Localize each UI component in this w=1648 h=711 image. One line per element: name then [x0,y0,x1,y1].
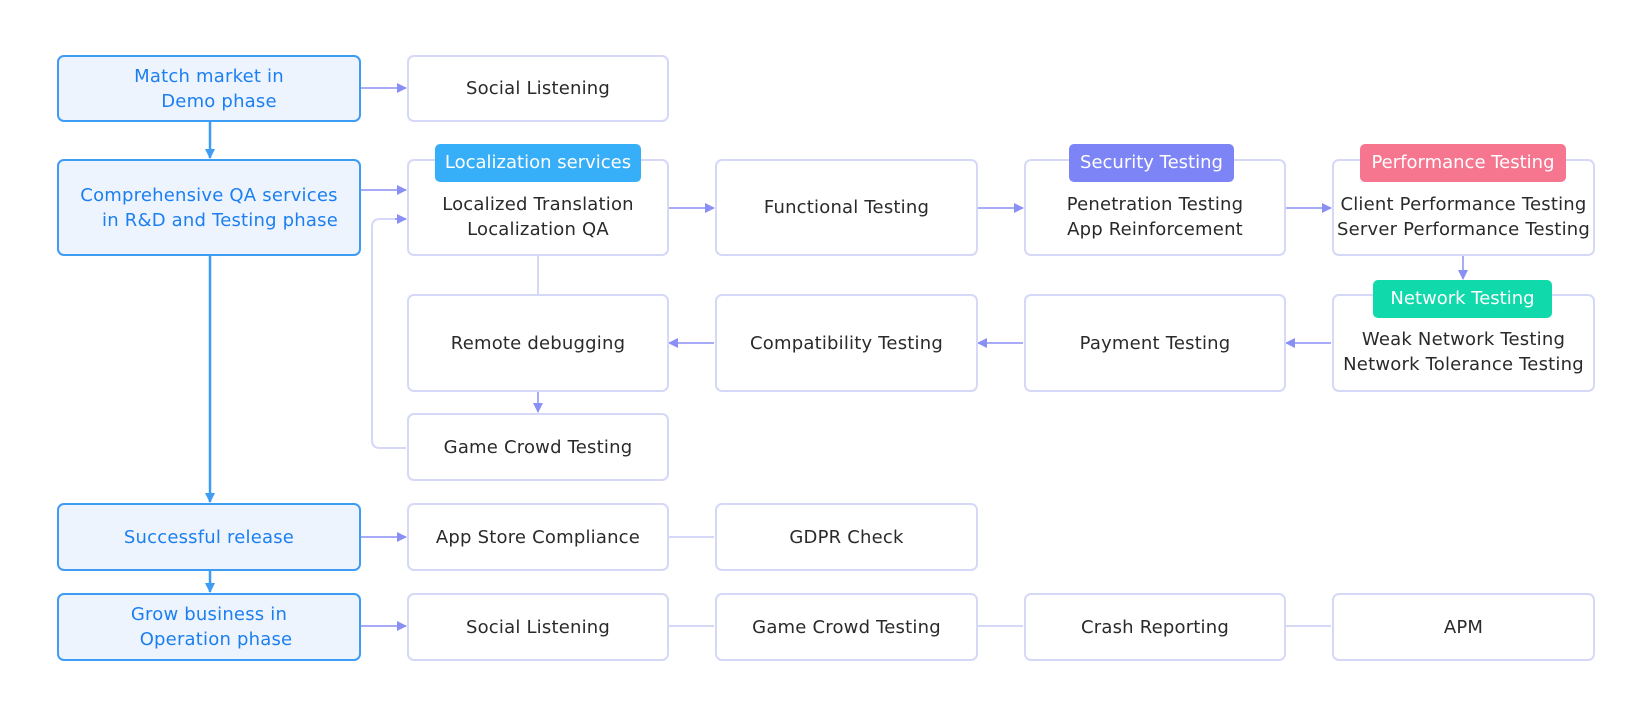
crash-reporting-box: Crash Reporting [1024,593,1286,661]
network-line-1: Weak Network Testing [1361,329,1566,350]
compatibility-testing-label: Compatibility Testing [750,332,943,354]
gdpr-check-box: GDPR Check [715,503,978,571]
security-testing-tag: Security Testing [1069,144,1234,182]
operation-game-crowd-label: Game Crowd Testing [752,616,941,638]
arrow-crowd-loop-to-localization [371,218,406,449]
game-crowd-testing-box: Game Crowd Testing [407,413,669,481]
payment-testing-box: Payment Testing [1024,294,1286,392]
apm-label: APM [1443,616,1484,638]
game-crowd-testing-label: Game Crowd Testing [443,436,633,458]
functional-testing-box: Functional Testing [715,159,978,256]
network-testing-tag: Network Testing [1373,280,1552,318]
security-line-1: Penetration Testing [1066,193,1244,215]
remote-debugging-box: Remote debugging [407,294,669,392]
phase-rnd: Comprehensive QA services in R&D and Tes… [57,159,361,256]
functional-testing-label: Functional Testing [763,197,930,218]
phase-operation-line-2: Operation phase [139,629,293,650]
phase-operation-line-1: Grow business in [130,604,288,625]
phase-demo-line-2: Demo phase [161,90,277,112]
demo-social-listening: Social Listening [407,55,669,122]
phase-release-line-1: Successful release [123,526,295,548]
performance-testing-tag: Performance Testing [1360,144,1566,182]
apm-box: APM [1332,593,1595,661]
phase-rnd-line-1: Comprehensive QA services [80,184,338,206]
operation-game-crowd-box: Game Crowd Testing [715,593,978,661]
app-store-compliance-box: App Store Compliance [407,503,669,571]
phase-rnd-line-2: in R&D and Testing phase [102,209,338,231]
phase-operation: Grow business in Operation phase [57,593,361,661]
phase-demo-line-1: Match market in [134,65,284,87]
remote-debugging-label: Remote debugging [450,332,626,354]
phase-demo: Match market in Demo phase [57,55,361,122]
network-line-2: Network Tolerance Testing [1343,354,1584,375]
localization-services-tag: Localization services [435,144,641,182]
phase-release: Successful release [57,503,361,571]
gdpr-check-label: GDPR Check [789,526,904,548]
security-line-2: App Reinforcement [1067,218,1243,240]
performance-line-1: Client Performance Testing [1340,193,1587,215]
operation-social-listening-box: Social Listening [407,593,669,661]
demo-social-listening-label: Social Listening [465,78,611,99]
payment-testing-label: Payment Testing [1079,332,1231,354]
app-store-compliance-label: App Store Compliance [435,526,641,548]
localization-line-2: Localization QA [467,218,609,240]
crash-reporting-label: Crash Reporting [1080,616,1229,638]
operation-social-listening-label: Social Listening [465,616,611,638]
compatibility-testing-box: Compatibility Testing [715,294,978,392]
performance-line-2: Server Performance Testing [1336,218,1591,240]
localization-line-1: Localized Translation [442,193,634,215]
